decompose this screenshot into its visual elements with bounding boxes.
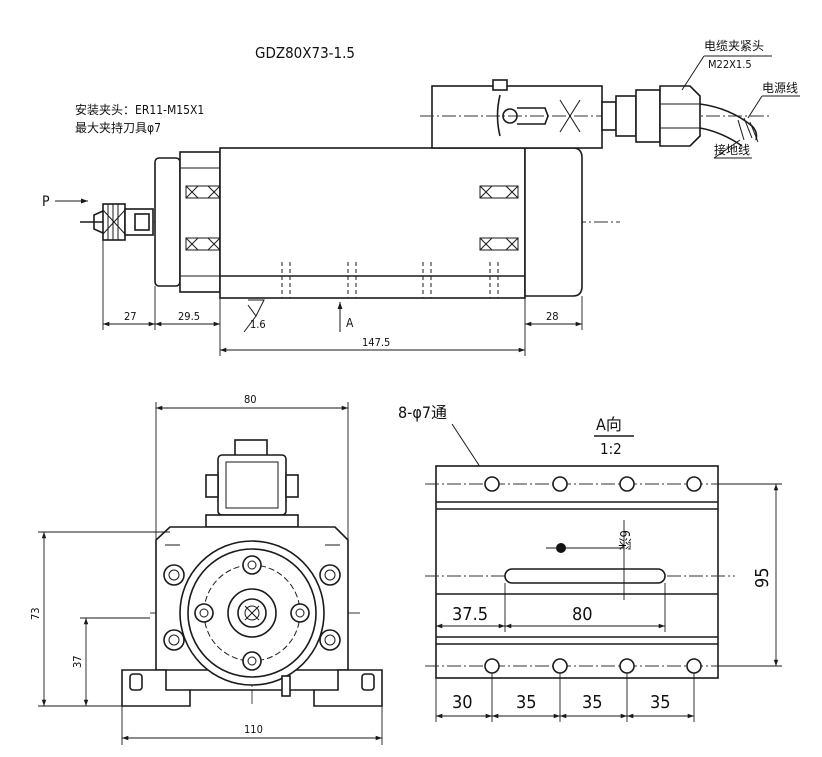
terminal-box — [217, 454, 287, 516]
a-view-scale: 1:2 — [600, 440, 622, 458]
cable-gland — [659, 85, 701, 147]
dim-28: 28 — [546, 310, 559, 323]
arrow-p-label: P — [42, 194, 50, 210]
top-holes — [484, 476, 702, 492]
ground-line-label: 接地线 — [714, 142, 750, 157]
rear-cap — [524, 147, 583, 297]
bottom-holes — [484, 658, 702, 674]
motor-body — [219, 147, 526, 299]
collet-note: 安装夹头：ER11-M15X1 — [75, 102, 204, 117]
holes-note: 8-φ7通 — [398, 403, 447, 422]
dim-37-5: 37.5 — [452, 604, 488, 625]
dim-147-5: 147.5 — [362, 336, 390, 349]
max-tool-note: 最大夹持刀具φ7 — [75, 120, 161, 135]
dim-35-a: 35 — [516, 692, 537, 713]
depth-label: 6深 — [616, 530, 631, 550]
dim-80-a: 80 — [572, 604, 593, 625]
dim-110: 110 — [244, 723, 263, 736]
dim-73: 73 — [29, 607, 42, 620]
model-title: GDZ80X73-1.5 — [255, 44, 355, 62]
dim-35-c: 35 — [650, 692, 671, 713]
arrow-a-label: A — [346, 316, 354, 330]
power-line-label: 电源线 — [762, 81, 798, 95]
side-view: P — [42, 39, 800, 356]
dim-80: 80 — [244, 393, 257, 406]
dim-37: 37 — [71, 655, 84, 668]
cable-thread-label: M22X1.5 — [708, 58, 752, 71]
front-view: 80 73 37 110 — [29, 393, 383, 745]
dim-30: 30 — [452, 692, 473, 713]
corner-bolts — [163, 564, 341, 651]
center-slot — [504, 568, 666, 584]
dim-35-b: 35 — [582, 692, 603, 713]
dim-29-5: 29.5 — [178, 310, 200, 323]
roughness-icon — [247, 299, 265, 317]
cable-clamp-label: 电缆夹紧头 — [704, 39, 764, 53]
roughness-label: 1.6 — [250, 318, 266, 331]
dim-95: 95 — [752, 567, 773, 588]
flange-bolts — [194, 555, 310, 671]
a-view-title: A向 — [596, 415, 622, 434]
dim-27: 27 — [124, 310, 137, 323]
front-flange — [154, 157, 181, 287]
a-view: A向 1:2 8-φ7通 6深 — [398, 403, 782, 722]
